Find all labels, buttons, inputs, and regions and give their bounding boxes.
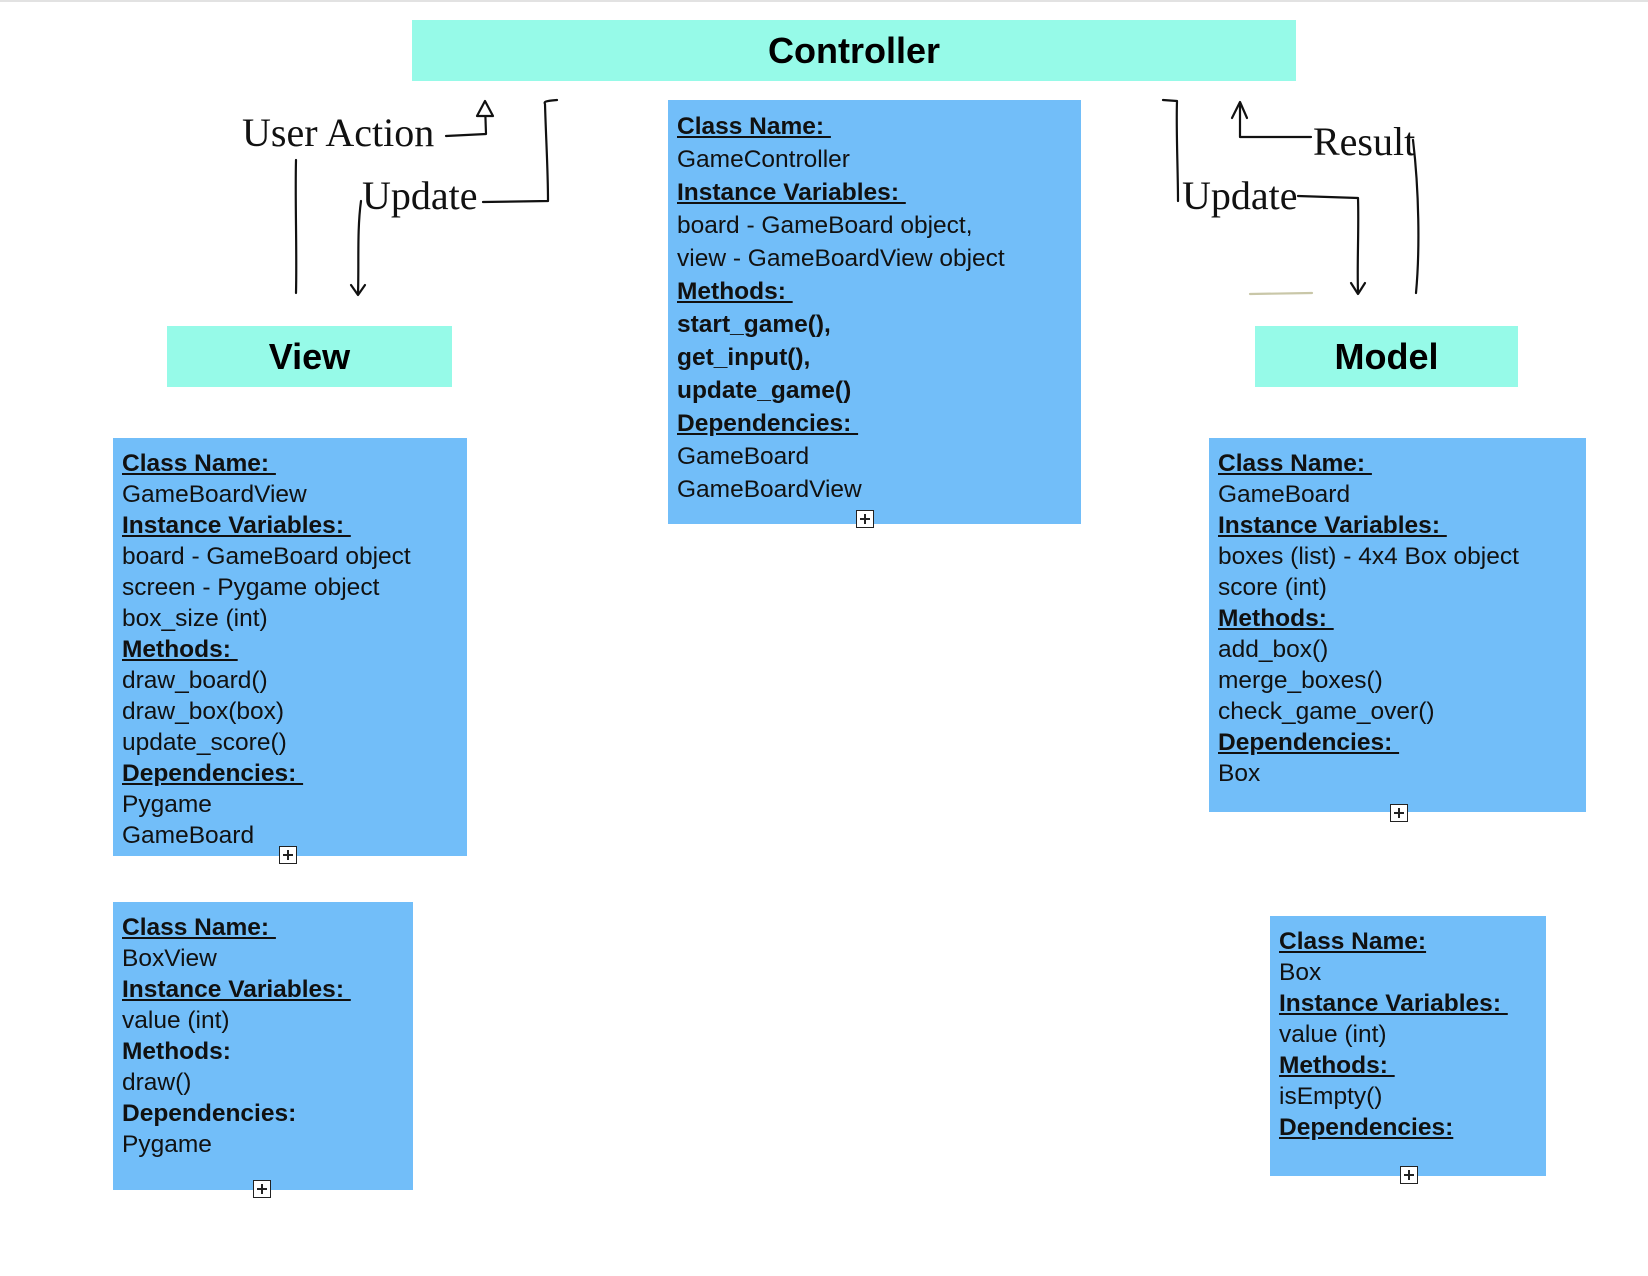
method: isEmpty() <box>1279 1083 1383 1110</box>
method: merge_boxes() <box>1218 667 1383 694</box>
methods-label: Methods: <box>1279 1052 1395 1079</box>
instance-variable: boxes (list) - 4x4 Box object <box>1218 543 1519 570</box>
method: draw() <box>122 1069 192 1096</box>
update-right-arrow-path <box>1161 98 1180 203</box>
dependency: GameBoardView <box>677 476 862 503</box>
user-action-label: User Action <box>242 110 435 155</box>
class-box-boxview[interactable]: Class Name: BoxView Instance Variables: … <box>113 902 413 1190</box>
methods-label: Methods: <box>122 1038 231 1065</box>
class-box-gameboard[interactable]: Class Name: GameBoard Instance Variables… <box>1209 438 1586 812</box>
update-left-arrow-head <box>349 283 367 297</box>
view-header[interactable]: View <box>167 326 452 387</box>
controller-header[interactable]: Controller <box>412 20 1296 81</box>
class-name-value: Box <box>1279 959 1322 986</box>
dependencies-label: Dependencies: <box>1218 729 1400 756</box>
class-name-label: Class Name: <box>677 113 831 140</box>
instance-variable: screen - Pygame object <box>122 574 380 601</box>
instance-variables-label: Instance Variables: <box>1279 990 1508 1017</box>
update-right-arrow-path2 <box>1296 194 1360 294</box>
update-left-arrow-path <box>481 98 559 204</box>
user-action-arrow-head <box>475 99 495 118</box>
instance-variable: box_size (int) <box>122 605 268 632</box>
method: start_game(), <box>677 311 831 338</box>
class-name-label: Class Name: <box>1279 928 1427 955</box>
method: get_input(), <box>677 344 811 371</box>
instance-variable: score (int) <box>1218 574 1327 601</box>
update-right-label: Update <box>1182 173 1298 218</box>
top-border <box>0 0 1648 2</box>
method: update_score() <box>122 729 287 756</box>
method: draw_board() <box>122 667 268 694</box>
model-header[interactable]: Model <box>1255 326 1518 387</box>
result-label: Result <box>1313 119 1416 164</box>
instance-variable: board - GameBoard object <box>122 543 411 570</box>
method: check_game_over() <box>1218 698 1435 725</box>
methods-label: Methods: <box>122 636 238 663</box>
result-arrow-path <box>1238 102 1313 139</box>
dependency: Box <box>1218 760 1261 787</box>
expand-icon[interactable] <box>253 1180 271 1198</box>
dependencies-label: Dependencies: <box>122 760 304 787</box>
method: add_box() <box>1218 636 1329 663</box>
instance-variable: value (int) <box>1279 1021 1387 1048</box>
instance-variable: view - GameBoardView object <box>677 245 1005 272</box>
expand-icon[interactable] <box>1400 1166 1418 1184</box>
dependencies-label: Dependencies: <box>122 1100 297 1127</box>
class-name-label: Class Name: <box>1218 450 1372 477</box>
result-arrow-head <box>1230 100 1249 120</box>
user-action-arrow-line <box>294 158 298 295</box>
dependencies-label: Dependencies: <box>1279 1114 1454 1141</box>
class-name-value: GameBoard <box>1218 481 1351 508</box>
instance-variable: board - GameBoard object, <box>677 212 973 239</box>
update-left-arrow-down <box>356 199 363 295</box>
methods-label: Methods: <box>1218 605 1334 632</box>
dependency: GameBoard <box>122 822 255 849</box>
instance-variable: value (int) <box>122 1007 230 1034</box>
dependency: GameBoard <box>677 443 810 470</box>
class-name-value: GameBoardView <box>122 481 307 508</box>
update-right-arrow-head <box>1349 281 1367 296</box>
class-box-gameboardview[interactable]: Class Name: GameBoardView Instance Varia… <box>113 438 467 856</box>
method: draw_box(box) <box>122 698 285 725</box>
class-name-label: Class Name: <box>122 450 276 477</box>
instance-variables-label: Instance Variables: <box>122 976 351 1003</box>
update-left-label: Update <box>362 173 478 218</box>
instance-variables-label: Instance Variables: <box>677 179 906 206</box>
method: update_game() <box>677 377 852 404</box>
class-box-gamecontroller[interactable]: Class Name: GameController Instance Vari… <box>668 100 1081 524</box>
expand-icon[interactable] <box>279 846 297 864</box>
instance-variables-label: Instance Variables: <box>1218 512 1447 539</box>
class-name-value: BoxView <box>122 945 217 972</box>
dependency: Pygame <box>122 791 212 818</box>
model-underline-stroke <box>1248 291 1314 296</box>
instance-variables-label: Instance Variables: <box>122 512 351 539</box>
result-arrow-line <box>1411 138 1420 295</box>
expand-icon[interactable] <box>856 510 874 528</box>
dependencies-label: Dependencies: <box>677 410 859 437</box>
class-box-box[interactable]: Class Name: Box Instance Variables: valu… <box>1270 916 1546 1176</box>
methods-label: Methods: <box>677 278 793 305</box>
class-name-value: GameController <box>677 146 850 173</box>
dependency: Pygame <box>122 1131 212 1158</box>
expand-icon[interactable] <box>1390 804 1408 822</box>
class-name-label: Class Name: <box>122 914 276 941</box>
